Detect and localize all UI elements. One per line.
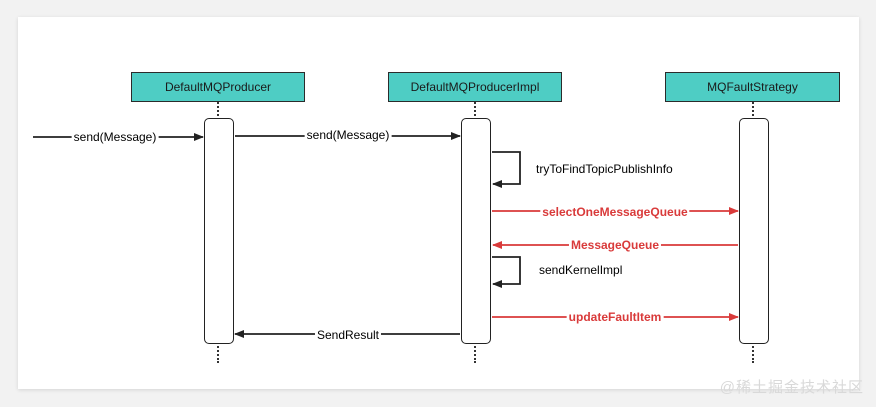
activation-impl (461, 118, 491, 344)
label-try-find: tryToFindTopicPublishInfo (536, 162, 673, 176)
label-send-ext: send(Message) (71, 130, 159, 144)
arrow-send-kernel (492, 256, 521, 288)
label-send-result: SendResult (314, 328, 382, 342)
label-send-impl: send(Message) (304, 128, 392, 142)
watermark-text: @稀土掘金技术社区 (719, 379, 864, 396)
actor-default-mq-producer-impl: DefaultMQProducerImpl (388, 72, 562, 102)
diagram-canvas: DefaultMQProducer DefaultMQProducerImpl … (18, 17, 859, 389)
label-send-kernel: sendKernelImpl (539, 263, 623, 277)
label-select-queue: selectOneMessageQueue (540, 205, 690, 219)
label-update-fault: updateFaultItem (566, 310, 664, 324)
activation-producer (204, 118, 234, 344)
arrow-try-find (492, 151, 521, 188)
actor-default-mq-producer: DefaultMQProducer (131, 72, 305, 102)
activation-strategy (739, 118, 769, 344)
message-arrows (33, 132, 739, 338)
label-message-queue: MessageQueue (568, 238, 662, 252)
actor-mq-fault-strategy: MQFaultStrategy (665, 72, 840, 102)
